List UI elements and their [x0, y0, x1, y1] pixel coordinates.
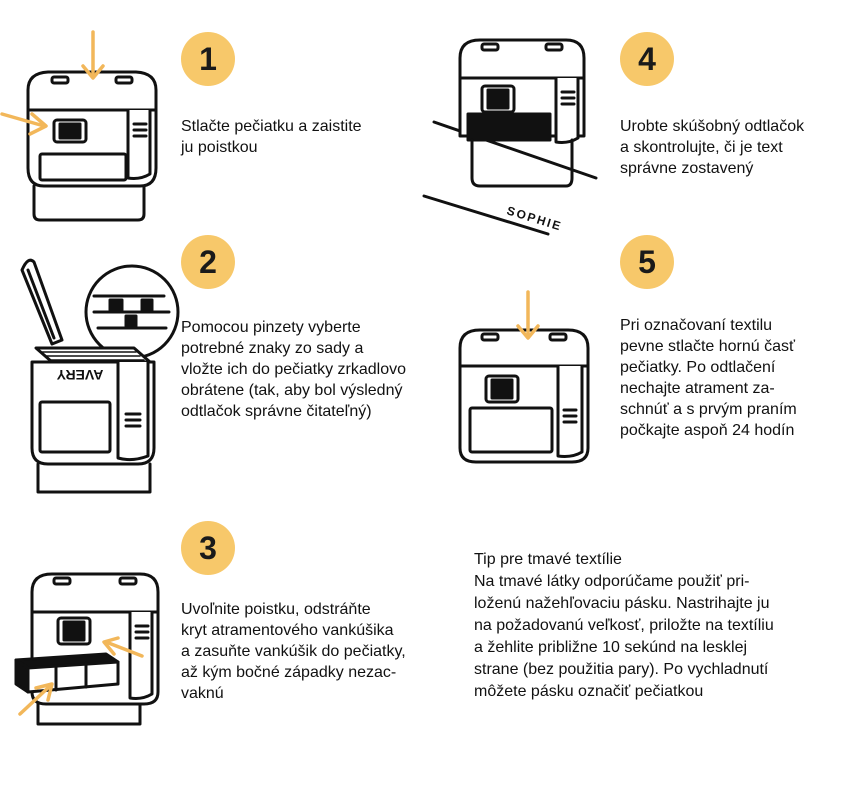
step-5-instruction: Pri označovaní textilu pevne stlačte hor…: [620, 317, 797, 439]
step-3-instruction: Uvoľnite poistku, odstráňte kryt atramen…: [181, 601, 406, 702]
step-2-illustration: AVERY: [20, 258, 180, 494]
step-1-illustration: [0, 30, 158, 222]
step-4-number-badge: 4: [620, 32, 674, 86]
tip-title: Tip pre tmavé textílie: [474, 551, 622, 568]
step-2-number-badge: 2: [181, 235, 235, 289]
step-5-number-badge: 5: [620, 235, 674, 289]
dark-textile-tip: Tip pre tmavé textílie Na tmavé látky od…: [474, 549, 854, 703]
step-1-number-badge: 1: [181, 32, 235, 86]
step-3-number-badge: 3: [181, 521, 235, 575]
step-4-instruction: Urobte skúšobný odtlačok a skontrolujte,…: [620, 118, 805, 177]
step-5-illustration: [458, 290, 590, 464]
step-4-illustration: SOPHIE: [422, 38, 598, 236]
step-3-illustration: [14, 572, 160, 726]
step-1-instruction: Stlačte pečiatku a zaistite ju poistkou: [181, 118, 362, 156]
step-2-instruction: Pomocou pinzety vyberte potrebné znaky z…: [181, 319, 406, 420]
step-2-brand-label: AVERY: [56, 367, 103, 383]
tip-body: Na tmavé látky odporúčame použiť pri- lo…: [474, 573, 774, 700]
